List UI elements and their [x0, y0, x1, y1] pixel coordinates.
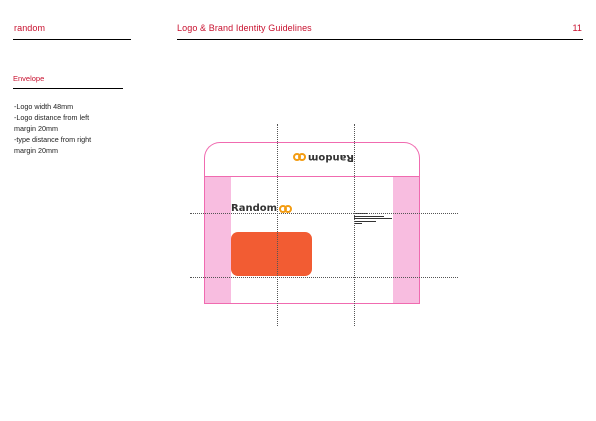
envelope-window — [231, 232, 312, 276]
title-underline — [177, 39, 583, 40]
section-title: Envelope — [13, 74, 45, 83]
section-underline — [13, 88, 123, 89]
left-margin-band — [205, 177, 231, 303]
guide-line-vertical — [277, 124, 278, 326]
page-title: Logo & Brand Identity Guidelines — [177, 23, 312, 33]
guide-line-vertical — [354, 124, 355, 326]
right-margin-band — [393, 177, 419, 303]
brand-underline — [13, 39, 131, 40]
brand-name: random — [14, 23, 46, 33]
spec-line: margin 20mm — [14, 124, 58, 133]
flap-logo: Random — [293, 152, 354, 163]
spec-line: margin 20mm — [14, 146, 58, 155]
envelope-flap: Random — [204, 142, 420, 177]
spec-line: -Logo distance from left — [14, 113, 90, 122]
envelope-logo-text: Random — [231, 203, 278, 214]
spec-line: -type distance from right — [14, 135, 92, 144]
logo-mark-icon — [279, 204, 293, 213]
flap-logo-text: Random — [308, 152, 355, 163]
address-block — [354, 213, 392, 226]
spec-line: -Logo width 48mm — [14, 102, 74, 111]
page-number: 11 — [572, 23, 582, 33]
logo-mark-icon — [293, 153, 306, 162]
envelope-logo: Random — [231, 203, 293, 214]
guide-line-horizontal — [190, 277, 458, 278]
guide-line-horizontal — [190, 213, 458, 214]
